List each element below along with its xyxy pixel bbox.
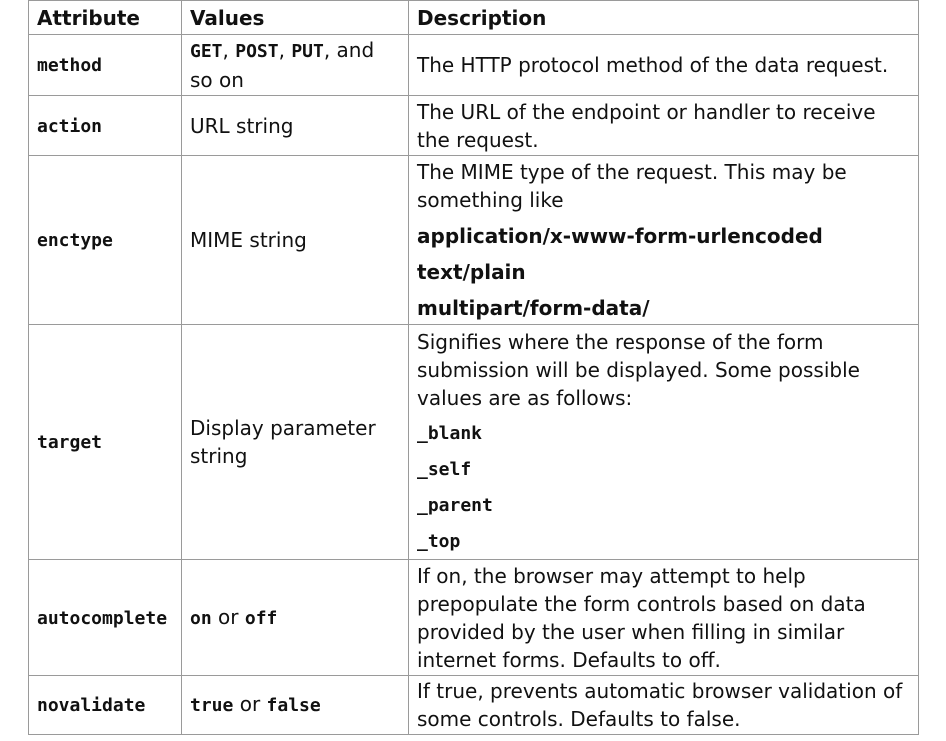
attribute-cell: novalidate (28, 675, 182, 735)
target-option: _blank (417, 423, 483, 444)
value-suffix: , and so on (190, 38, 375, 92)
table-row: method GET, POST, PUT, and so on The HTT… (28, 34, 919, 96)
table-row: autocomplete on or off If on, the browse… (28, 559, 919, 676)
value-true: true (190, 695, 234, 716)
table-row: action URL string The URL of the endpoin… (28, 95, 919, 156)
attribute-cell: autocomplete (28, 559, 182, 676)
attribute-name: enctype (37, 230, 113, 251)
values-cell: URL string (181, 95, 409, 156)
value-off: off (244, 607, 278, 629)
value-false: false (266, 695, 321, 716)
target-option: _self (417, 459, 472, 480)
value-text: MIME string (190, 228, 307, 252)
value-separator: , (278, 38, 292, 62)
value-text: Display parameter string (190, 416, 376, 468)
value-separator: or (211, 604, 245, 629)
attribute-cell: target (28, 324, 182, 560)
description-text: Signifies where the response of the form… (417, 330, 860, 410)
description-text: If on, the browser may attempt to help p… (417, 563, 866, 672)
table-header-row: Attribute Values Description (28, 0, 919, 35)
header-attribute: Attribute (28, 0, 182, 35)
target-option: _top (417, 531, 461, 552)
attribute-name: action (37, 115, 103, 137)
values-cell: Display parameter string (181, 324, 409, 560)
target-option: _parent (417, 495, 493, 516)
attribute-name: method (37, 55, 103, 76)
header-values: Values (181, 0, 409, 35)
mime-option: multipart/form-data/ (417, 296, 650, 320)
description-cell: If true, prevents automatic browser vali… (408, 675, 919, 735)
description-cell: The HTTP protocol method of the data req… (408, 34, 919, 96)
values-cell: MIME string (181, 155, 409, 325)
value-text: URL string (190, 113, 294, 138)
values-cell: on or off (181, 559, 409, 676)
value-put: PUT (291, 41, 324, 62)
value-separator: or (233, 692, 267, 716)
header-description: Description (408, 0, 919, 35)
description-cell: Signifies where the response of the form… (408, 324, 919, 560)
description-cell: The URL of the endpoint or handler to re… (408, 95, 919, 156)
description-cell: The MIME type of the request. This may b… (408, 155, 919, 325)
attribute-name: target (37, 432, 103, 453)
value-get: GET (190, 41, 223, 62)
description-text: If true, prevents automatic browser vali… (417, 679, 903, 731)
description-text: The HTTP protocol method of the data req… (417, 53, 889, 77)
attribute-name: autocomplete (37, 607, 168, 629)
value-post: POST (235, 41, 279, 62)
attribute-cell: action (28, 95, 182, 156)
values-cell: GET, POST, PUT, and so on (181, 34, 409, 96)
attribute-cell: method (28, 34, 182, 96)
value-separator: , (222, 38, 236, 62)
description-text: The MIME type of the request. This may b… (417, 160, 847, 212)
description-text: The URL of the endpoint or handler to re… (417, 99, 876, 152)
attributes-table: Attribute Values Description method GET,… (28, 0, 919, 735)
table-row: novalidate true or false If true, preven… (28, 675, 919, 735)
table-row: target Display parameter string Signifie… (28, 324, 919, 560)
description-cell: If on, the browser may attempt to help p… (408, 559, 919, 676)
value-on: on (190, 607, 212, 629)
values-cell: true or false (181, 675, 409, 735)
mime-option: application/x-www-form-urlencoded (417, 224, 823, 248)
attribute-name: novalidate (37, 695, 146, 716)
attribute-cell: enctype (28, 155, 182, 325)
table-row: enctype MIME string The MIME type of the… (28, 155, 919, 325)
mime-option: text/plain (417, 260, 526, 284)
